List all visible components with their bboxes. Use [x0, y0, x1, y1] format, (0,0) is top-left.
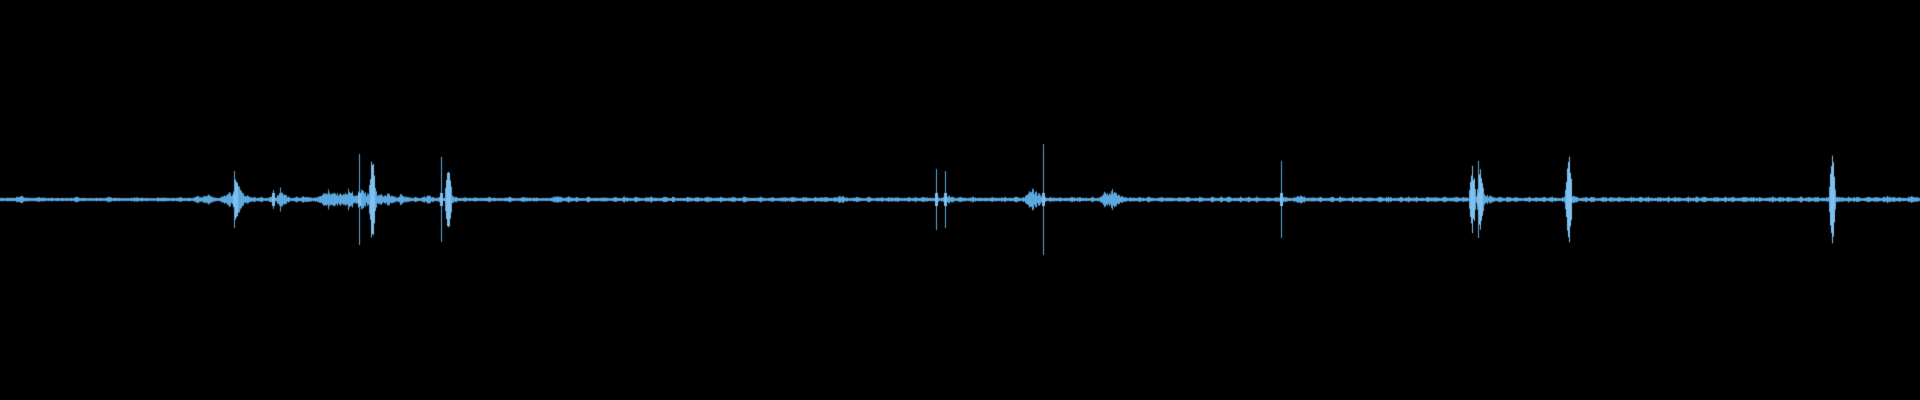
audio-waveform-canvas[interactable] [0, 0, 1920, 400]
waveform-viewer[interactable]: Audio Waveform [0, 0, 1920, 400]
